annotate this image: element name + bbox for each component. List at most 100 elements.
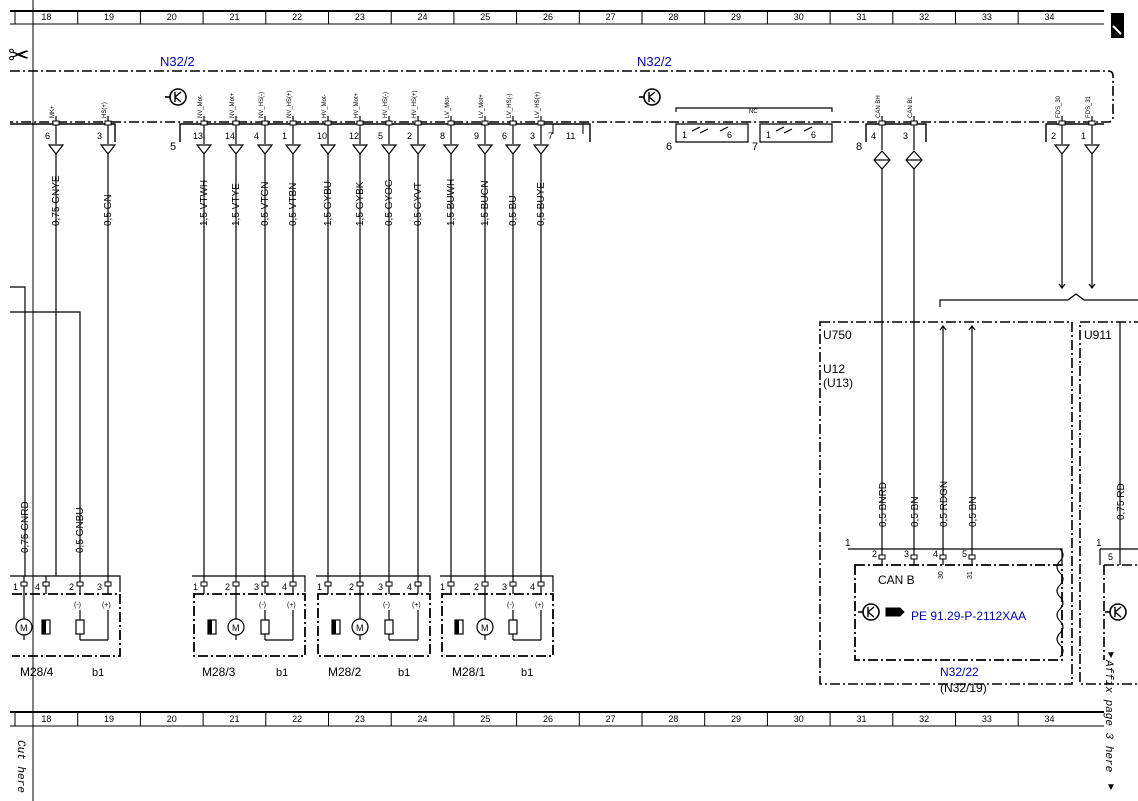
ground-reference-glyph [1114,606,1122,618]
pin-terminal [261,120,269,126]
pin-number: 2 [69,582,74,592]
motor-connector-bracket [440,575,554,592]
pin-terminal [537,120,545,126]
column-number: 24 [418,12,428,22]
pin-number: 2 [474,582,479,592]
pin-signal-label: CAN BL [908,96,914,118]
column-number: 31 [856,714,866,724]
column-number: 26 [543,714,553,724]
pin-number: 3 [378,582,383,592]
pin-number: 11 [566,131,575,141]
wire-color-label: 0,75 GNYE [51,175,62,226]
pin-number: 7 [548,131,553,141]
pin-signal-label: HV_HS(-) [383,92,389,118]
pin-terminal [878,120,886,126]
column-number: 29 [731,714,741,724]
ground-reference-icon [643,88,661,106]
pin-number: 6 [45,131,50,141]
sensor-sign-minus: (-) [74,602,81,609]
pin-signal-label: LV_Mot+ [479,94,485,118]
ground-reference-glyph [867,606,875,618]
module-boundary-n32-2 [10,70,1114,123]
pin-terminal [1058,120,1066,126]
pin-signal-label: LV_HS(-) [507,93,513,118]
sub-pin-label: 31 [967,571,974,579]
ground-reference-glyph [648,91,656,103]
column-number: 23 [355,12,365,22]
pin-number: 13 [193,131,203,141]
pin-number: 1 [13,582,18,592]
wire-color-label: 0,5 BU [508,195,519,226]
motor-icon [351,618,369,636]
pin-number: 10 [317,131,327,141]
pin-number: 2 [407,131,412,141]
motor-component-box [12,593,121,657]
pin-terminal [20,581,28,587]
pin-terminal [289,120,297,126]
connector-arrow [284,144,302,155]
pin-number: 9 [474,131,479,141]
connector-arrow [351,144,369,155]
wire-color-label: 0,5 BN [910,496,921,527]
page-corner-icon [1111,13,1124,38]
ground-reference-icon [862,603,880,621]
column-number: 21 [229,714,239,724]
pin-terminal [76,581,84,587]
bottom-ruler [10,711,1104,727]
pin-terminal [968,554,976,560]
pin-number: 5 [962,549,967,559]
pin-number: 5 [378,131,383,141]
wire-color-label: 0,5 BUYE [536,182,547,226]
column-number: 27 [606,12,616,22]
pin-terminal [509,120,517,126]
pin-signal-label: FDS_31 [1086,95,1092,118]
pin-number: 3 [530,131,535,141]
connector-arrow [409,144,427,155]
wire-color-label: 0,5 BNRD [878,482,889,527]
column-number: 29 [731,12,741,22]
column-number: 33 [982,714,992,724]
pin-number: 1 [317,582,322,592]
pin-signal-label: HV_Mot+ [354,92,360,118]
pin-terminal [414,120,422,126]
pin-terminal [447,581,455,587]
motor-icon [476,618,494,636]
pin-number: 1 [440,582,445,592]
wire-color-label: 1,5 VTYE [231,183,242,226]
pin-terminal [878,554,886,560]
motor-label: M28/1 [452,665,486,679]
ecu-boundary-u911 [1079,321,1138,685]
connector-arrow [319,144,337,155]
wire-color-label: 0,5 RDGN [939,481,950,527]
pin-terminal [910,554,918,560]
motor-label: M28/4 [20,665,54,679]
sub-pin-label: 30 [938,571,945,579]
column-number: 21 [229,12,239,22]
pin-terminal [232,120,240,126]
wire-color-label: 0,5 VTGN [260,182,271,226]
pin-terminal [481,120,489,126]
motor-connector-bracket [316,575,431,592]
motor-icon [15,618,33,636]
control-unit-n32-22 [854,564,1063,661]
wire-color-label: 0,5 GYOG [384,179,395,226]
continuation-mark [939,325,947,331]
right-connector-bracket [848,548,1063,565]
switch-pin-number: 6 [727,130,732,140]
connector-arrow [380,144,398,155]
connector-number: 8 [856,141,862,153]
motor-connector-bracket [10,575,121,592]
ground-reference-icon [1109,603,1127,621]
pin-number: 1 [282,131,287,141]
hall-sensor-icon [260,619,270,635]
pin-number: 4 [933,549,938,559]
continuation-mark [1088,283,1096,289]
column-number: 20 [167,714,177,724]
motor-label: M28/2 [328,665,362,679]
connector-brackets [10,123,1104,142]
pin-terminal [356,581,364,587]
pin-terminal [324,581,332,587]
pin-terminal [52,120,60,126]
